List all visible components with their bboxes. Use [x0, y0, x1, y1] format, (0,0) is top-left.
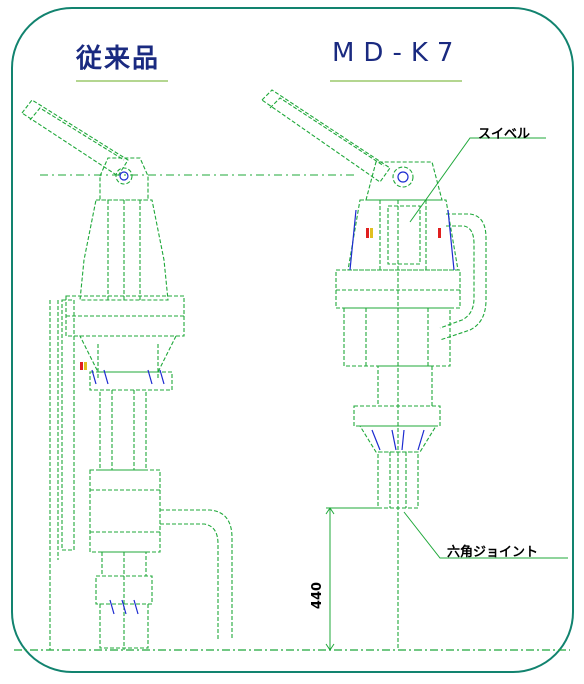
- hex-joint-label: 六角ジョイント: [447, 545, 539, 560]
- left-bolt-accents: [91, 369, 165, 385]
- conventional-unit: [21, 99, 233, 650]
- hex-joint-leader: [403, 511, 568, 559]
- right-cone-accents: [371, 429, 425, 451]
- right-red-mark-1: [366, 228, 369, 238]
- left-gearbox: [89, 469, 161, 553]
- swivel-body: [387, 205, 421, 265]
- dimension-label: 440: [310, 581, 326, 610]
- right-red-mark-2: [438, 228, 441, 238]
- right-hose: [439, 213, 487, 341]
- left-hose: [160, 509, 233, 640]
- right-collar: [377, 365, 433, 407]
- left-yellow-mark: [84, 362, 87, 370]
- left-hub: [89, 371, 173, 391]
- left-pivot-accent: [119, 171, 129, 181]
- left-flange: [65, 295, 185, 337]
- left-pivot-bracket: [99, 157, 149, 201]
- right-pivot-pin: [392, 166, 414, 188]
- left-pivot-pin: [115, 167, 133, 185]
- left-side-plate: [61, 299, 75, 551]
- conventional-title: 従来品: [76, 44, 161, 74]
- right-pivot-accent: [397, 171, 409, 183]
- dimension-440: [325, 507, 378, 651]
- right-arm: [261, 89, 391, 183]
- outer-frame: [11, 7, 574, 673]
- swivel-leader: [409, 137, 546, 223]
- right-upper-body: [347, 199, 459, 271]
- right-cone: [359, 425, 437, 453]
- right-top-bracket: [365, 161, 443, 201]
- swivel-label: スイベル: [478, 127, 531, 142]
- right-side-rails: [349, 209, 455, 271]
- left-cone: [79, 335, 177, 373]
- left-arm: [21, 99, 129, 177]
- mdk7-unit: [261, 89, 487, 650]
- left-shaft: [99, 389, 147, 471]
- right-lower-housing: [343, 307, 451, 367]
- right-connector-plate: [353, 405, 441, 427]
- left-upper-body: [79, 199, 169, 301]
- left-red-mark: [80, 362, 83, 370]
- right-yellow-mark: [370, 228, 373, 238]
- model-title: MD-K7: [332, 38, 463, 68]
